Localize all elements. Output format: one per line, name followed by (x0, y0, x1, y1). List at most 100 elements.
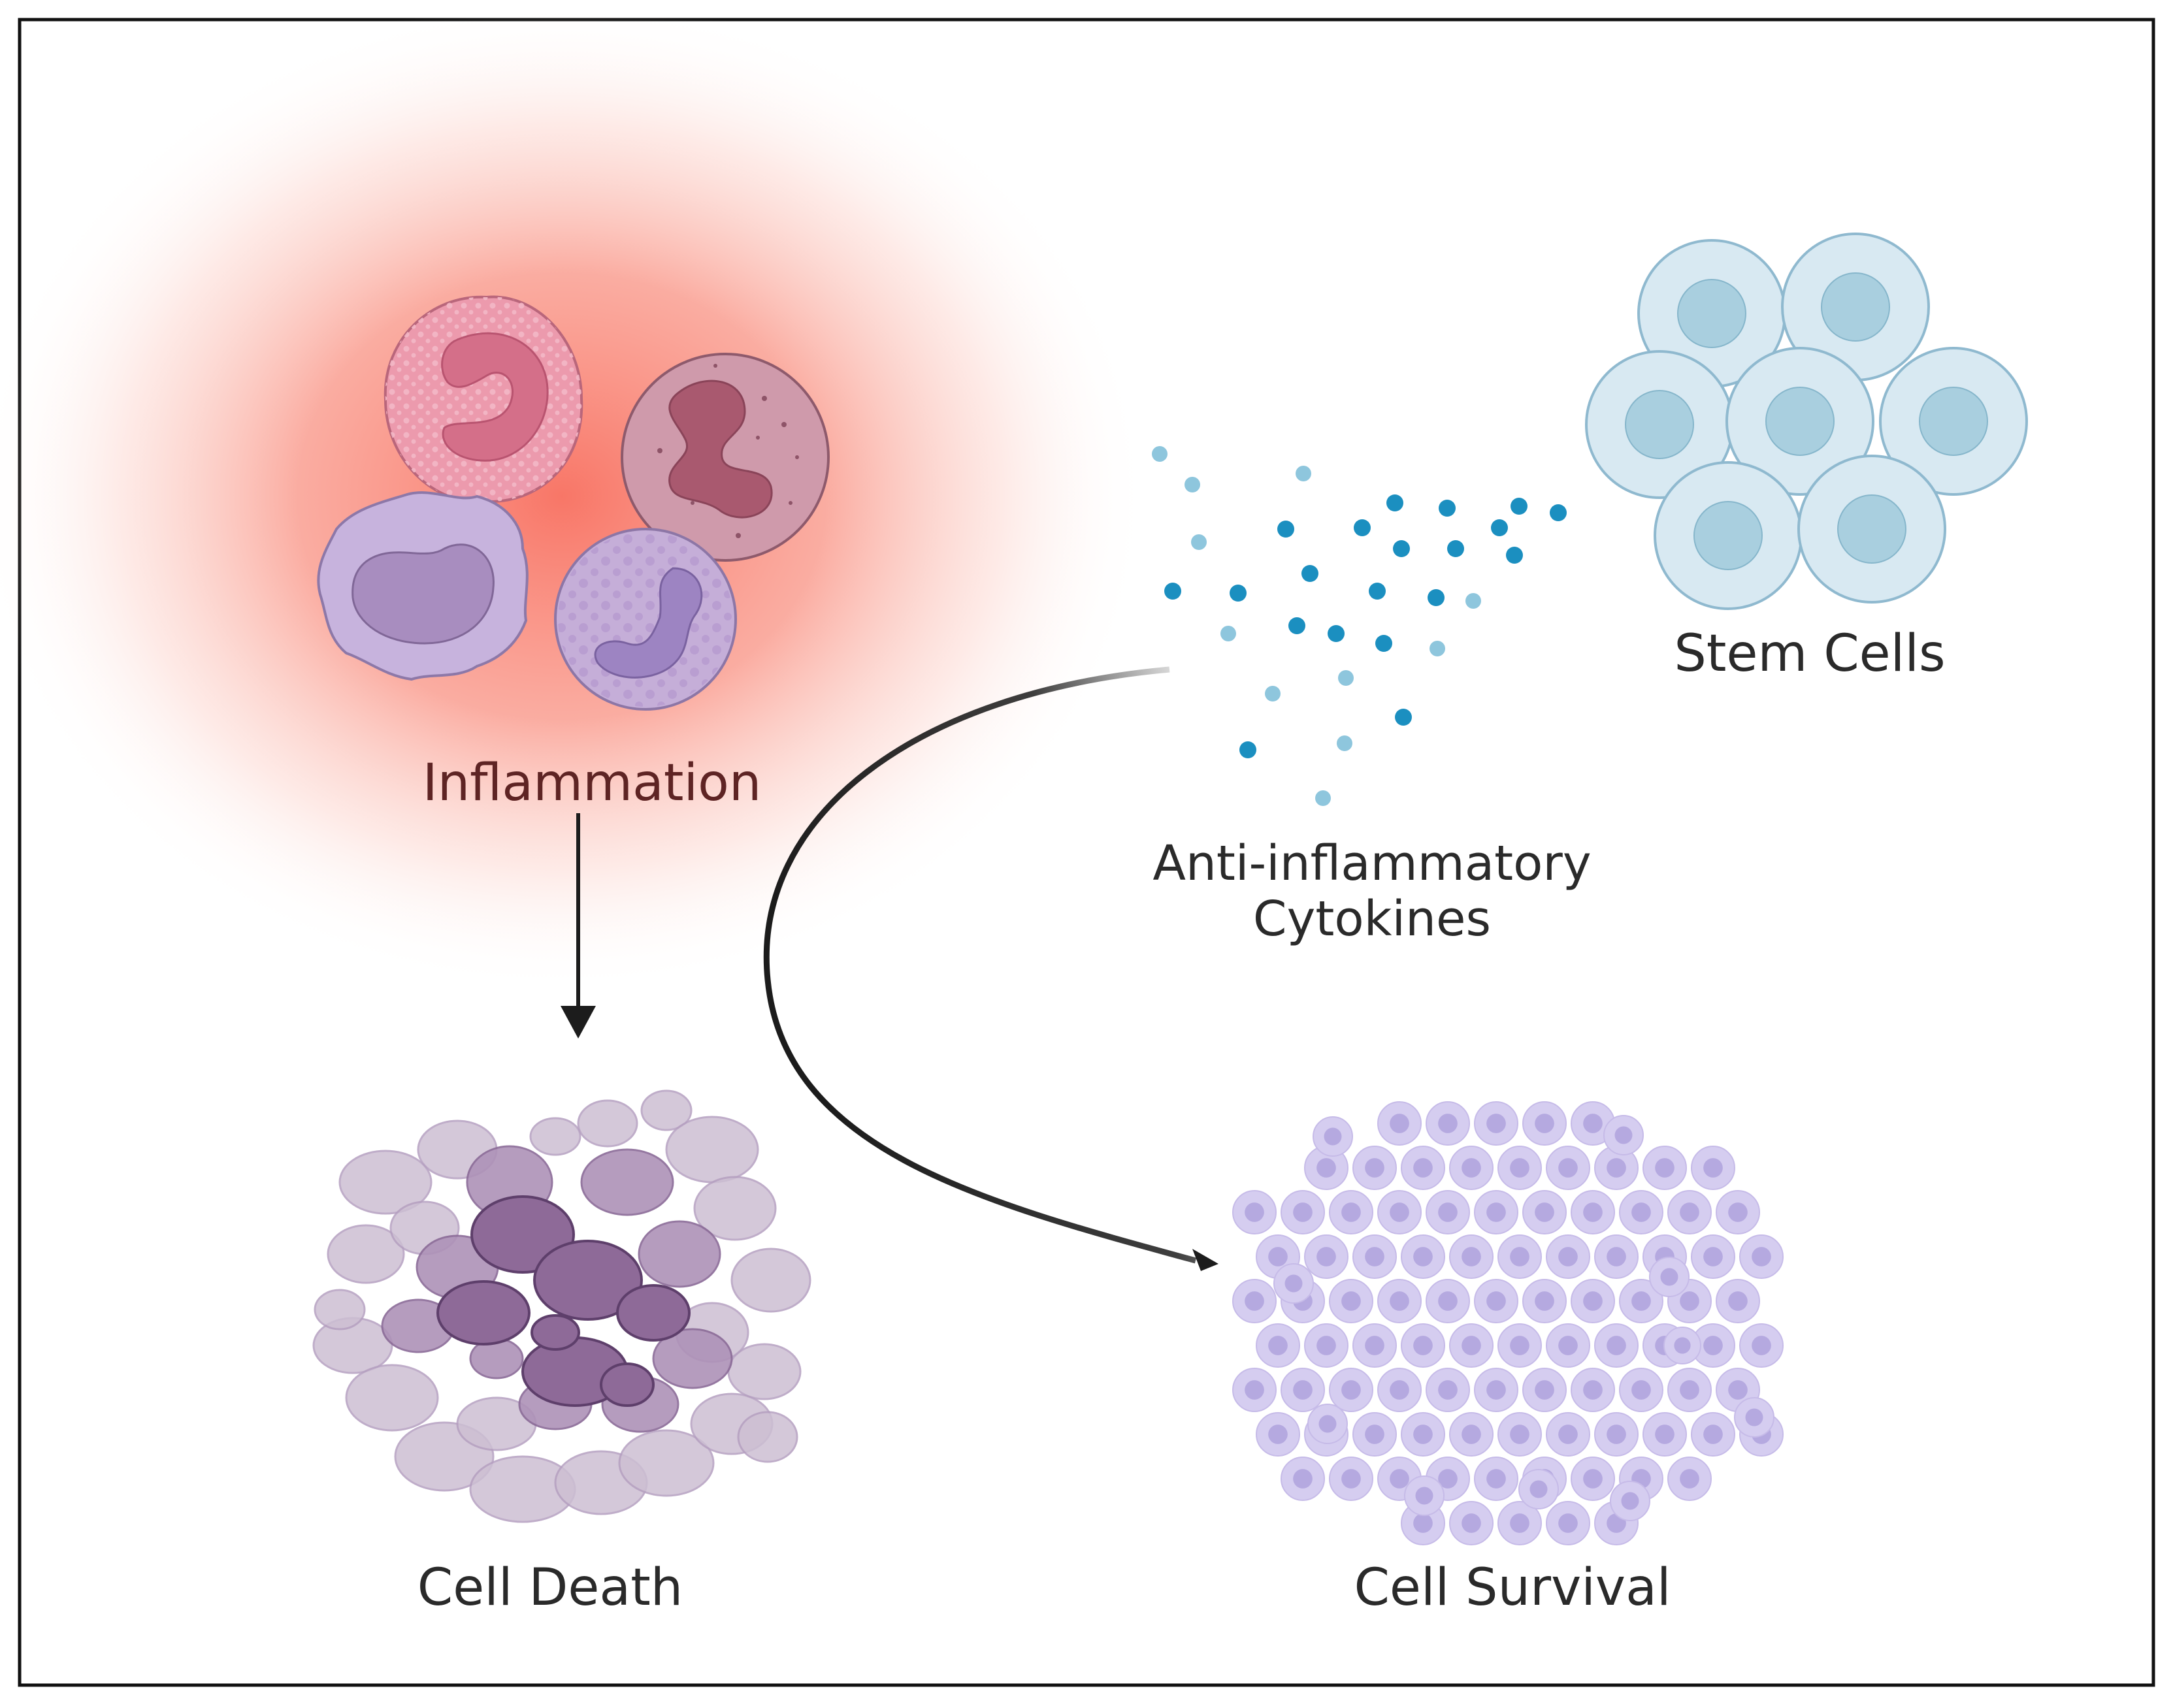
dead-cell (533, 1240, 643, 1321)
surviving-cell (1474, 1190, 1518, 1234)
stem-cell (1725, 347, 1874, 496)
basophil-icon (621, 353, 830, 562)
surviving-cell (1571, 1368, 1615, 1412)
surviving-cell (1663, 1327, 1701, 1364)
surviving-cell (1304, 1234, 1348, 1279)
cytokine-dot (1369, 583, 1386, 600)
surviving-cell (1329, 1279, 1373, 1323)
cytokine-dot (1428, 589, 1445, 606)
surviving-cell (1571, 1279, 1615, 1323)
curved-arrow-icon (763, 666, 1218, 1271)
surviving-cell (1546, 1146, 1590, 1190)
surviving-cell (1594, 1234, 1639, 1279)
surviving-cell (1377, 1190, 1422, 1234)
surviving-cell (1546, 1412, 1590, 1457)
cytokine-dot (1395, 709, 1412, 726)
cytokine-dot (1220, 626, 1236, 641)
dead-cell-fragment (327, 1224, 405, 1284)
surviving-cell (1546, 1323, 1590, 1368)
monocyte-icon (317, 491, 529, 681)
surviving-cell (1256, 1412, 1300, 1457)
surviving-cell (1497, 1146, 1542, 1190)
cytokine-dot (1164, 583, 1181, 600)
inflammation-glow (0, 0, 1150, 993)
surviving-cell (1401, 1146, 1445, 1190)
surviving-cell (1404, 1475, 1445, 1516)
cytokine-dot (1375, 635, 1392, 652)
surviving-cell (1474, 1279, 1518, 1323)
surviving-cell (1474, 1368, 1518, 1412)
surviving-cell (1329, 1457, 1373, 1501)
cytokine-dot (1230, 585, 1247, 602)
surviving-cell (1232, 1368, 1277, 1412)
surviving-cell (1401, 1234, 1445, 1279)
cytokine-dot (1465, 593, 1481, 609)
stem-cell-cluster-icon (1585, 233, 2028, 610)
surviving-cell (1449, 1234, 1494, 1279)
surviving-cell (1352, 1412, 1397, 1457)
surviving-cell (1377, 1368, 1422, 1412)
dead-cell-debris-icon (312, 1089, 811, 1523)
surviving-cell (1691, 1146, 1735, 1190)
dead-cell-fragment (338, 1150, 433, 1215)
surviving-cell (1522, 1279, 1567, 1323)
cytokine-dot (1550, 504, 1567, 521)
dead-cell-fragment (529, 1117, 581, 1156)
surviving-cell (1594, 1146, 1639, 1190)
surviving-cell (1619, 1279, 1663, 1323)
surviving-cell (1522, 1190, 1567, 1234)
cytokine-dot (1386, 494, 1403, 511)
stem-cell (1654, 461, 1803, 610)
surviving-cell (1426, 1101, 1470, 1146)
dead-cell-fragment (314, 1289, 366, 1330)
stem-cell (1879, 347, 2028, 496)
surviving-cell (1497, 1234, 1542, 1279)
surviving-cell (1610, 1481, 1650, 1521)
surviving-cell (1449, 1412, 1494, 1457)
surviving-cell (1352, 1234, 1397, 1279)
eosinophil-icon (554, 528, 737, 711)
surviving-cell (1691, 1412, 1735, 1457)
surviving-cell (1281, 1457, 1325, 1501)
surviving-cell (1518, 1469, 1559, 1509)
surviving-cell (1273, 1263, 1314, 1304)
dead-cell-fragment (737, 1411, 798, 1463)
surviving-cell (1546, 1501, 1590, 1545)
surviving-cell (1649, 1257, 1690, 1297)
surviving-cell (1426, 1279, 1470, 1323)
cytokine-dot (1315, 790, 1331, 806)
cytokine-dot (1288, 617, 1305, 634)
cytokine-dot (1265, 686, 1281, 701)
cytokine-dot (1506, 547, 1523, 564)
surviving-cell (1401, 1412, 1445, 1457)
surviving-cell (1256, 1323, 1300, 1368)
cytokine-dot (1491, 519, 1508, 536)
cytokine-dot (1191, 534, 1207, 550)
cytokines-label-line1: Anti-inflammatory (1152, 835, 1592, 892)
surviving-cell (1401, 1323, 1445, 1368)
surviving-cell (1232, 1279, 1277, 1323)
cytokine-particles-icon (1152, 446, 1567, 806)
surviving-cell (1304, 1323, 1348, 1368)
surviving-cell (1739, 1234, 1784, 1279)
surviving-cell (1281, 1190, 1325, 1234)
surviving-cell (1329, 1190, 1373, 1234)
cytokine-dot (1337, 735, 1352, 751)
inflammation-label: Inflammation (422, 754, 762, 813)
cytokines-label-line2: Cytokines (1252, 891, 1492, 948)
stem-cells-label: Stem Cells (1674, 624, 1946, 683)
surviving-cell (1594, 1412, 1639, 1457)
surviving-cell (1377, 1101, 1422, 1146)
surviving-cell-cluster-icon (1232, 1101, 1784, 1545)
surviving-cell (1734, 1397, 1774, 1438)
surviving-cell (1522, 1101, 1567, 1146)
dead-cell (531, 1314, 580, 1351)
surviving-cell (1619, 1190, 1663, 1234)
surviving-cell (1739, 1323, 1784, 1368)
surviving-cell (1449, 1146, 1494, 1190)
surviving-cell (1691, 1323, 1735, 1368)
surviving-cell (1474, 1101, 1518, 1146)
cytokine-dot (1185, 477, 1200, 492)
dead-cell-fragment (652, 1328, 733, 1389)
cytokine-dot (1354, 519, 1371, 536)
